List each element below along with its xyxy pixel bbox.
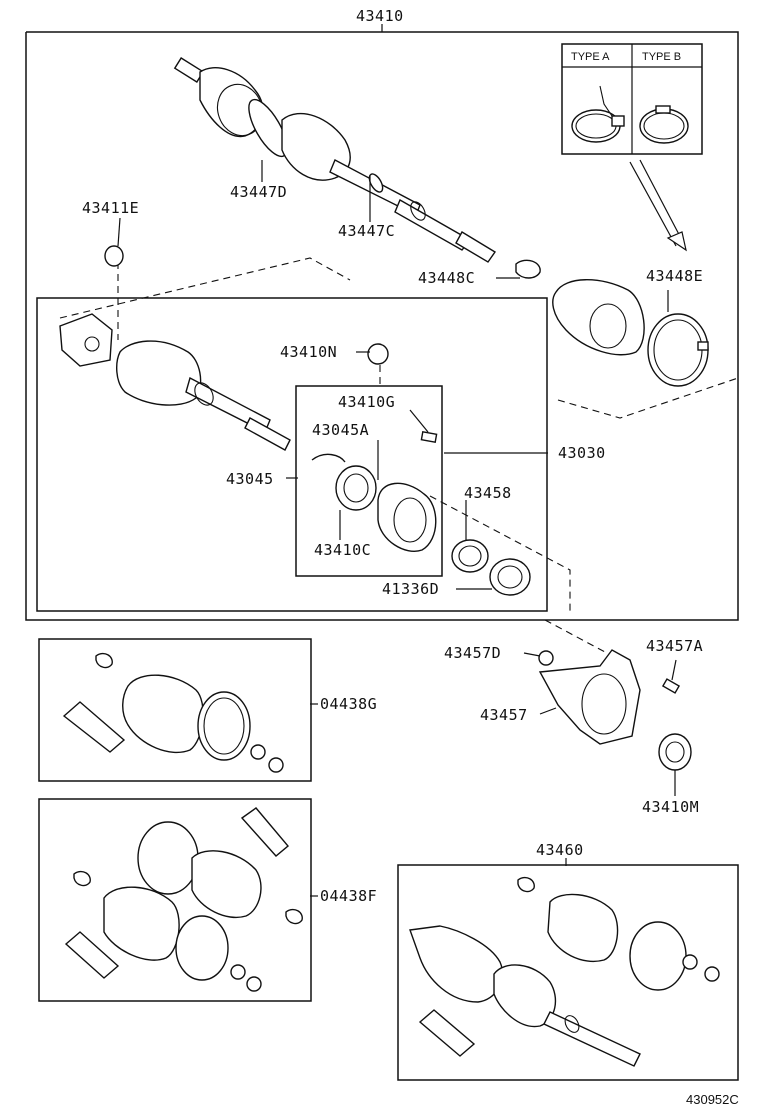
bearing-bracket-drawing — [538, 649, 692, 771]
clamp-type-b-icon — [639, 105, 689, 144]
clamp-type-a-icon — [571, 85, 625, 143]
label-43448E: 43448E — [646, 267, 703, 285]
assembly-43460-drawing — [409, 876, 720, 1067]
clamp-type-arrows — [629, 159, 687, 252]
label-43447C: 43447C — [338, 222, 395, 240]
dashed-guides — [59, 257, 739, 661]
label-43411E: 43411E — [82, 199, 139, 217]
axle-shaft-drawing — [173, 57, 497, 263]
kit-04438G-box — [38, 638, 312, 782]
label-43457D: 43457D — [444, 644, 501, 662]
label-43045A: 43045A — [312, 421, 369, 439]
label-43460: 43460 — [536, 841, 584, 859]
leader-lines — [117, 24, 677, 897]
label-43410C: 43410C — [314, 541, 371, 559]
inner-joint-drawing — [59, 313, 531, 596]
clamp-type-b-label: TYPE B — [642, 51, 681, 63]
label-43410: 43410 — [356, 7, 404, 25]
assembly-43030-box — [36, 297, 548, 612]
label-04438F: 04438F — [320, 887, 377, 905]
label-04438G: 04438G — [320, 695, 377, 713]
label-43457A: 43457A — [646, 637, 703, 655]
assembly-43410-outline — [25, 31, 739, 621]
kit-04438F-drawing — [64, 807, 303, 992]
label-43410M: 43410M — [642, 798, 699, 816]
kit-04438F-box — [38, 798, 312, 1002]
label-41336D: 41336D — [382, 580, 439, 598]
label-43045: 43045 — [226, 470, 274, 488]
boot-clamp-43448-drawing — [104, 245, 709, 387]
clamp-type-a-label: TYPE A — [571, 51, 610, 63]
assembly-43045-box — [295, 385, 443, 577]
kit-04438G-drawing — [62, 652, 284, 773]
label-43448C: 43448C — [418, 269, 475, 287]
diagram-reference-code: 430952C — [686, 1092, 739, 1107]
label-43410N: 43410N — [280, 343, 337, 361]
label-43457: 43457 — [480, 706, 528, 724]
assembly-43460-box — [397, 864, 739, 1081]
label-43410G: 43410G — [338, 393, 395, 411]
label-43447D: 43447D — [230, 183, 287, 201]
label-43458: 43458 — [464, 484, 512, 502]
label-43030: 43030 — [558, 444, 606, 462]
